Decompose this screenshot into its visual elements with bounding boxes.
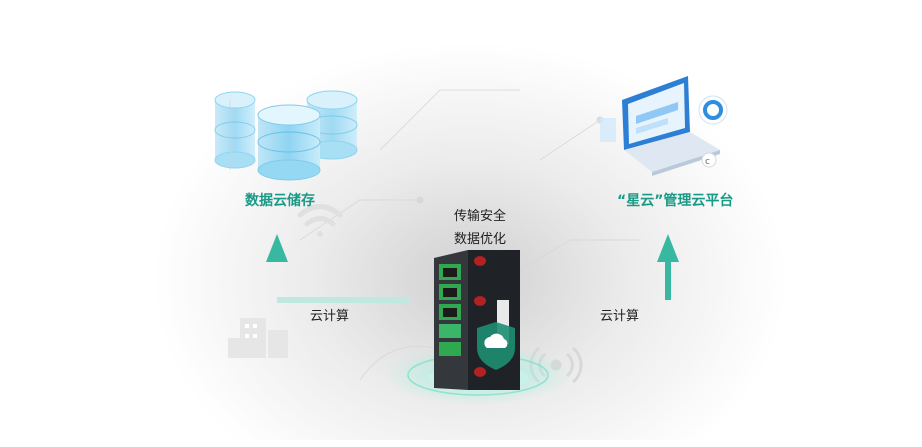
label-data-cloud-storage: 数据云储存	[245, 193, 315, 209]
label-management-cloud-platform: “星云”管理云平台	[617, 193, 734, 209]
cloud-compute-arrow-left	[266, 234, 410, 303]
cloud-shield-icon	[477, 322, 515, 370]
database-cylinders-icon	[214, 90, 358, 181]
svg-text:c: c	[705, 157, 710, 167]
label-data-optimization: 数据优化	[454, 232, 507, 247]
label-transmission-security: 传输安全	[454, 209, 507, 224]
building-icon	[228, 318, 288, 358]
laptop-dashboard-icon: c	[600, 76, 728, 176]
cloud-compute-arrow-right	[535, 234, 679, 303]
label-cloud-compute-left: 云计算	[310, 309, 350, 324]
background-lines	[299, 89, 640, 381]
label-cloud-compute-right: 云计算	[600, 309, 640, 324]
wifi-icon	[297, 204, 343, 237]
router-device-icon	[434, 250, 520, 390]
